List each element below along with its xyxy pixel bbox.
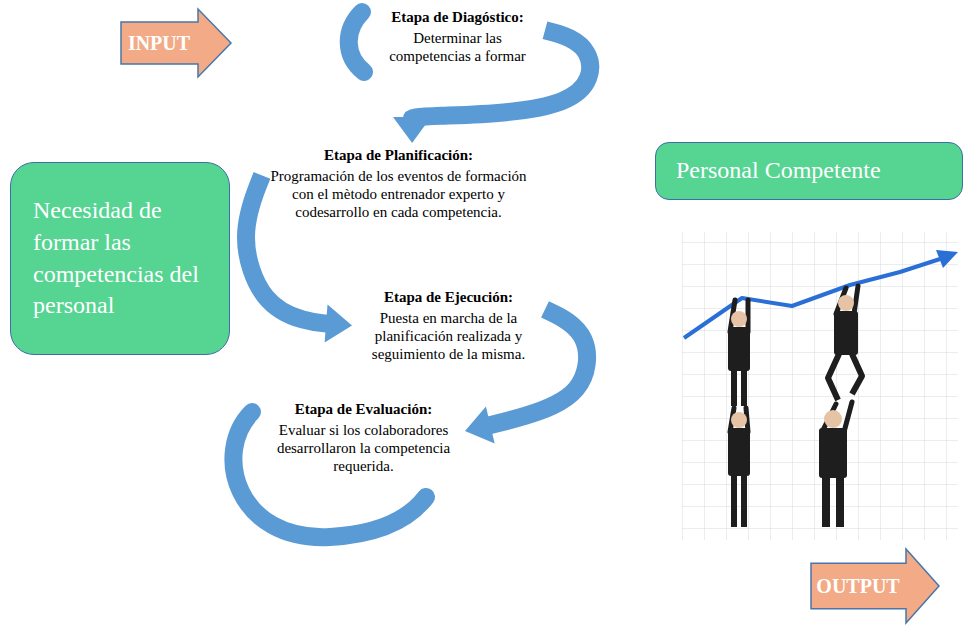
growth-illustration (682, 232, 958, 540)
growth-line (684, 259, 940, 338)
person-leg (822, 477, 830, 527)
person-body (728, 327, 750, 371)
stage-box: Etapa de Planificación: Programación de l… (262, 143, 535, 224)
stage-heading: Etapa de Ejecución: (358, 288, 539, 306)
input-arrow: INPUT (120, 8, 232, 78)
node-label: OUTPUT (816, 575, 899, 597)
person-head (824, 410, 842, 428)
chart-grid (682, 232, 958, 540)
output-arrow: OUTPUT (810, 548, 940, 624)
growth-arrowhead (936, 250, 958, 268)
person-arm (854, 286, 858, 314)
process-box: Necesidad de formar las competencias del… (10, 162, 230, 355)
stage-description: Programación de los eventos de formación… (268, 167, 529, 221)
person-leg (731, 475, 737, 527)
stage-description: Determinar las competencias a formar (376, 29, 539, 65)
stage-box: Etapa de Diagóstico: Determinar las compe… (370, 5, 545, 68)
arrowhead (393, 117, 431, 143)
person-leg (836, 477, 844, 527)
cycle-arrow-body (488, 309, 587, 425)
stage-description: Evaluar si los colaboradores desarrollar… (268, 421, 459, 475)
stage-box: Etapa de Ejecución: Puesta en marcha de l… (352, 285, 545, 366)
person-leg (741, 475, 747, 527)
arrow-outline (811, 549, 939, 623)
arrow-outline (121, 9, 231, 77)
person-head (838, 295, 854, 311)
cycle-loop (349, 12, 364, 72)
arrowhead (325, 305, 352, 343)
person-leg (741, 370, 747, 406)
stage-description: Puesta en marcha de la planificación rea… (358, 309, 539, 363)
result-box: Personal Competente (655, 142, 963, 200)
stage-box: Etapa de Evaluación: Evaluar si los colab… (262, 397, 465, 478)
arrowhead (465, 407, 495, 444)
person-head (731, 412, 747, 428)
node-label: Personal Competente (676, 155, 881, 187)
cycle-arrow (393, 30, 590, 143)
person-leg (852, 354, 862, 394)
stage-heading: Etapa de Evaluación: (268, 400, 459, 418)
person-body (819, 428, 847, 478)
person-body (728, 428, 750, 476)
node-label: INPUT (128, 32, 190, 54)
node-label: Necesidad de formar las competencias del… (33, 195, 199, 323)
person-leg (731, 370, 737, 406)
stage-heading: Etapa de Diagóstico: (376, 8, 539, 26)
person-body (834, 311, 858, 355)
person-leg (828, 354, 839, 400)
person-arm (844, 402, 852, 432)
person-head (731, 311, 747, 327)
stage-heading: Etapa de Planificación: (268, 146, 529, 164)
